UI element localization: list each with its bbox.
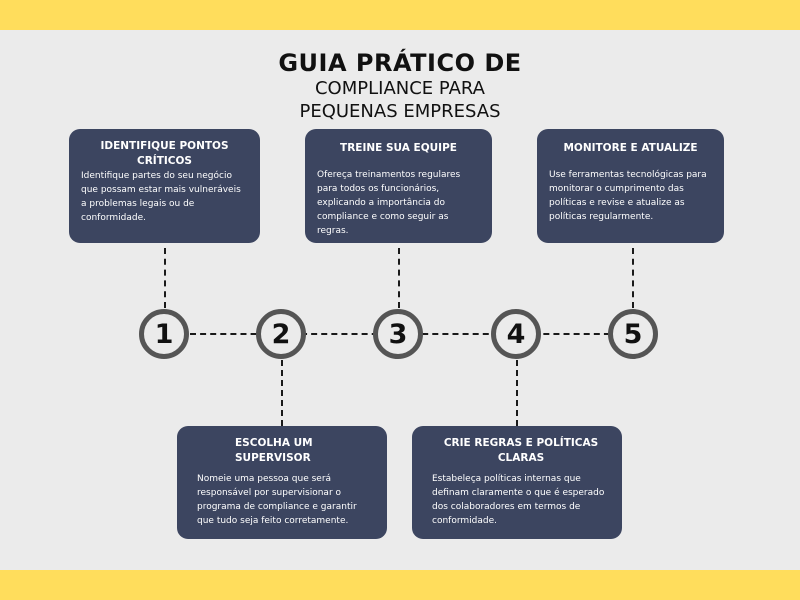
step-5-circle: 5 [608, 309, 658, 359]
title-line-1: GUIA PRÁTICO DE [278, 49, 522, 77]
step-4-text: Estabeleça políticas internas que defina… [432, 474, 605, 526]
step-1-circle: 1 [139, 309, 189, 359]
step-3-card: TREINE SUA EQUIPE Ofereça treinamentos r… [305, 129, 492, 243]
connector-step-2 [281, 360, 283, 426]
step-4-card: CRIE REGRAS E POLÍTICAS CLARAS Estabeleç… [412, 426, 622, 539]
step-3-text: Ofereça treinamentos regulares para todo… [317, 170, 461, 236]
step-3-heading: TREINE SUA EQUIPE [340, 142, 457, 154]
page-title: GUIA PRÁTICO DE COMPLIANCE PARA PEQUENAS… [200, 49, 600, 123]
connector-step-5 [632, 248, 634, 308]
step-3-circle: 3 [373, 309, 423, 359]
step-2-heading: ESCOLHA UM SUPERVISOR [235, 437, 313, 464]
title-line-2: COMPLIANCE PARA [314, 78, 485, 99]
step-5-text: Use ferramentas tecnológicas para monito… [549, 170, 707, 222]
step-2-circle: 2 [256, 309, 306, 359]
title-line-3: PEQUENAS EMPRESAS [299, 101, 501, 122]
step-5-heading: MONITORE E ATUALIZE [563, 142, 698, 154]
step-1-heading: IDENTIFIQUE PONTOS CRÍTICOS [100, 140, 229, 167]
step-2-card: ESCOLHA UM SUPERVISOR Nomeie uma pessoa … [177, 426, 387, 539]
step-5-card: MONITORE E ATUALIZE Use ferramentas tecn… [537, 129, 724, 243]
top-yellow-band [0, 0, 800, 30]
step-1-text: Identifique partes do seu negócio que po… [81, 171, 241, 223]
connector-step-1 [164, 248, 166, 308]
step-4-heading: CRIE REGRAS E POLÍTICAS CLARAS [443, 437, 599, 464]
step-4-circle: 4 [491, 309, 541, 359]
connector-step-4 [516, 360, 518, 426]
step-1-card: IDENTIFIQUE PONTOS CRÍTICOS Identifique … [69, 129, 260, 243]
step-2-text: Nomeie uma pessoa que será responsável p… [197, 474, 357, 526]
bottom-yellow-band [0, 570, 800, 600]
connector-step-3 [398, 248, 400, 308]
